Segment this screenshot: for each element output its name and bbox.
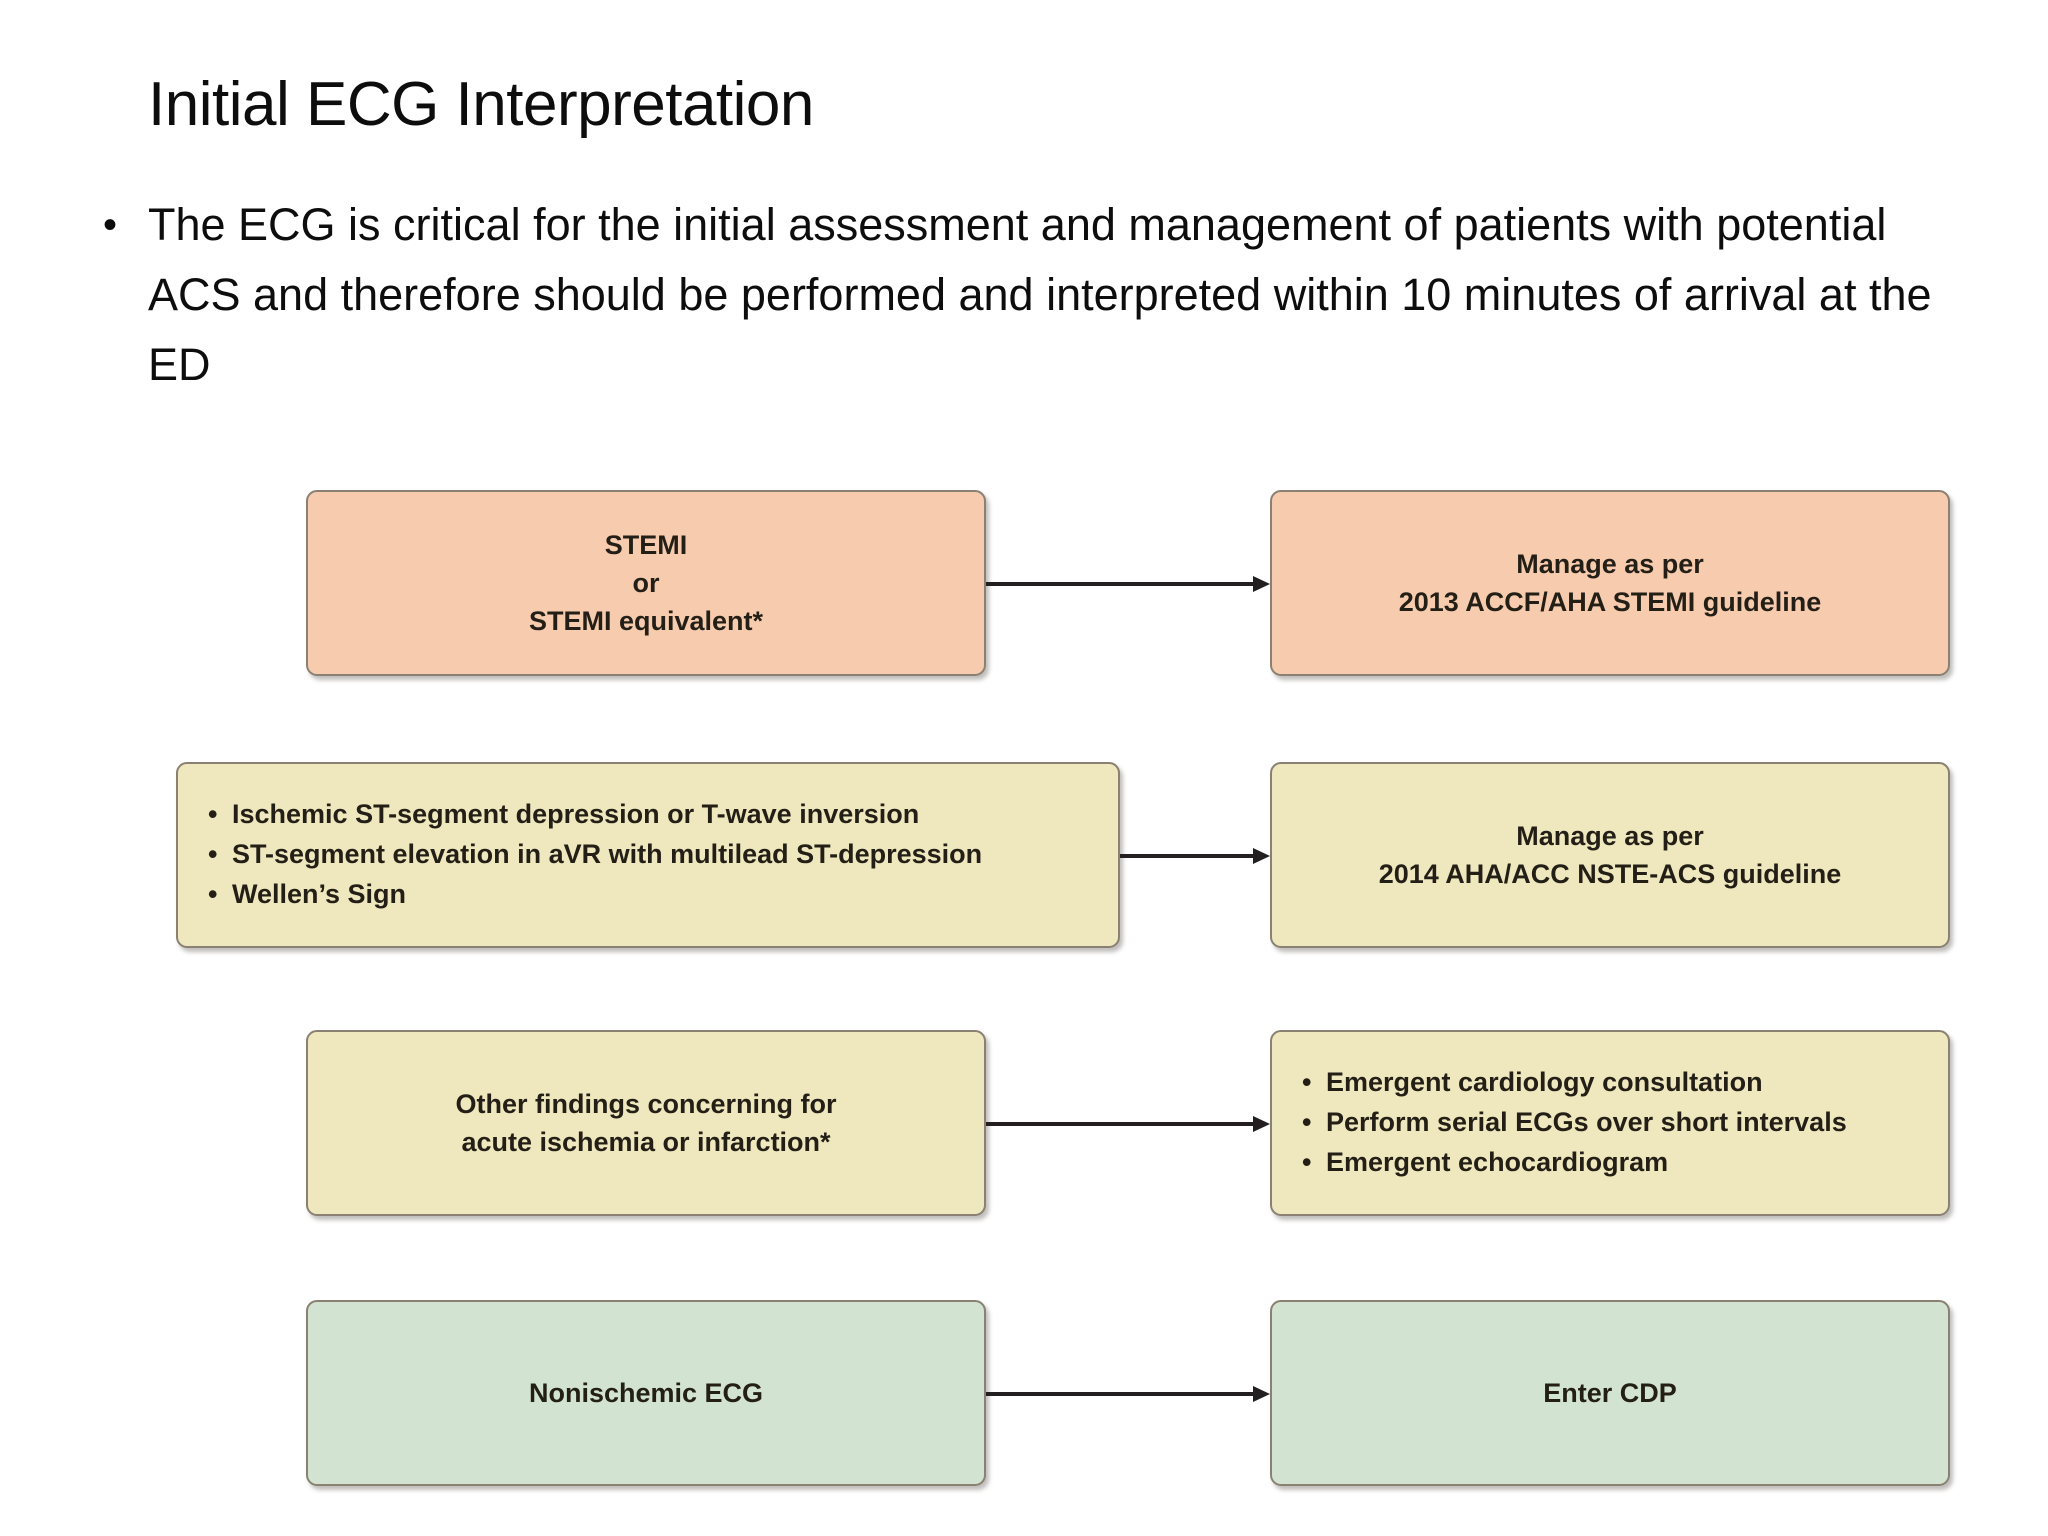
node-line: or [632,567,660,598]
node-line: Manage as per [1516,820,1704,851]
flow-row-stemi: STEMI or STEMI equivalent* Manage as per… [0,490,2048,680]
node-line: acute ischemia or infarction* [461,1127,831,1157]
node-manage-per-2013-stemi-guideline[interactable]: Manage as per 2013 ACCF/AHA STEMI guidel… [1270,490,1950,676]
node-bullet-list: Ischemic ST-segment depression or T-wave… [206,795,1100,915]
bullet-marker-icon: • [102,203,117,247]
flow-row-other-findings: Other findings concerning for acute isch… [0,1030,2048,1220]
node-line: Enter CDP [1543,1377,1677,1408]
node-bullet-list: Emergent cardiology consultation Perform… [1300,1063,1930,1183]
node-line: STEMI equivalent* [528,606,764,637]
arrow-shaft [1120,854,1255,858]
node-line: Other findings concerning for [455,1088,837,1119]
list-item: Ischemic ST-segment depression or T-wave… [206,795,1100,835]
node-line: 2013 ACCF/AHA STEMI guideline [1398,587,1822,617]
arrow-shaft [986,1122,1255,1126]
arrow-right-icon [986,1116,1270,1132]
slide-bullet-item: • The ECG is critical for the initial as… [72,190,1992,400]
flow-row-ischemic-findings: Ischemic ST-segment depression or T-wave… [0,762,2048,952]
node-enter-cdp[interactable]: Enter CDP [1270,1300,1950,1486]
list-item: Emergent echocardiogram [1300,1143,1930,1183]
ecg-triage-flowchart: STEMI or STEMI equivalent* Manage as per… [0,465,2048,1515]
page-title: Initial ECG Interpretation [148,70,814,139]
arrow-head [1253,576,1270,592]
node-other-findings-acute-ischemia[interactable]: Other findings concerning for acute isch… [306,1030,986,1216]
list-item: Emergent cardiology consultation [1300,1063,1930,1103]
list-item: Wellen’s Sign [206,875,1100,915]
arrow-shaft [986,1392,1255,1396]
flow-row-nonischemic: Nonischemic ECG Enter CDP [0,1300,2048,1490]
node-line: Manage as per [1516,548,1704,579]
arrow-head [1253,1116,1270,1132]
arrow-right-icon [986,1386,1270,1402]
arrow-right-icon [986,576,1270,592]
list-item: Perform serial ECGs over short intervals [1300,1103,1930,1143]
slide-bullet-text: The ECG is critical for the initial asse… [148,199,1932,390]
node-line: Nonischemic ECG [528,1377,764,1408]
arrow-shaft [986,582,1255,586]
node-line: 2014 AHA/ACC NSTE-ACS guideline [1378,859,1842,889]
node-stemi-or-stemi-equivalent[interactable]: STEMI or STEMI equivalent* [306,490,986,676]
node-line: STEMI [604,529,688,560]
list-item: ST-segment elevation in aVR with multile… [206,835,1100,875]
node-emergent-actions[interactable]: Emergent cardiology consultation Perform… [1270,1030,1950,1216]
node-manage-per-2014-nste-acs-guideline[interactable]: Manage as per 2014 AHA/ACC NSTE-ACS guid… [1270,762,1950,948]
arrow-head [1253,1386,1270,1402]
node-nonischemic-ecg[interactable]: Nonischemic ECG [306,1300,986,1486]
node-ischemic-ecg-findings[interactable]: Ischemic ST-segment depression or T-wave… [176,762,1120,948]
arrow-head [1253,848,1270,864]
arrow-right-icon [1120,848,1270,864]
